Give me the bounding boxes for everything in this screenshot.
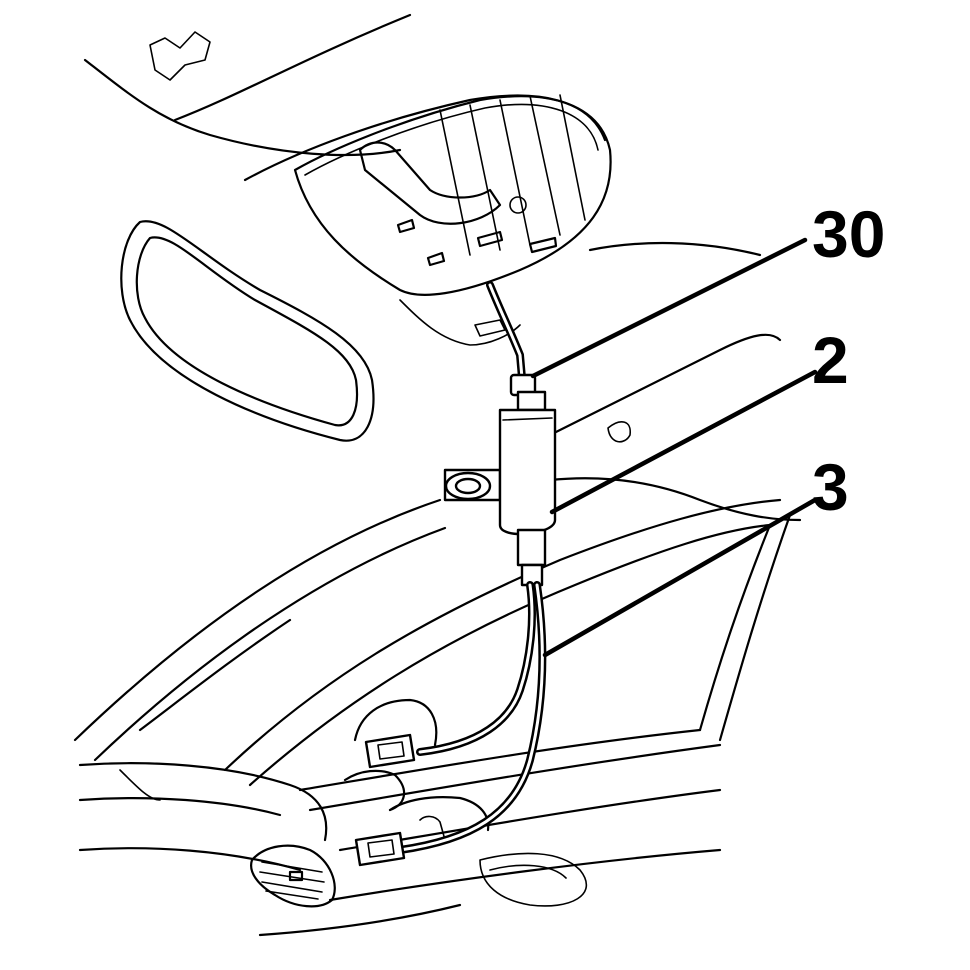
leader-line-3 — [542, 497, 818, 658]
callout-3: 3 — [812, 450, 849, 524]
cable-harness — [354, 581, 547, 867]
callout-30: 30 — [812, 197, 885, 271]
leader-line-2 — [549, 369, 818, 515]
dashboard — [78, 762, 462, 937]
lower-connector-b — [354, 831, 406, 867]
antenna-module — [443, 390, 557, 587]
windshield-pillar — [73, 333, 802, 762]
lower-connector-a — [364, 733, 416, 769]
leader-lines — [530, 237, 818, 658]
callout-2: 2 — [812, 323, 849, 397]
leader-line-30 — [530, 237, 808, 379]
overhead-console — [293, 94, 762, 346]
rear-view-mirror — [120, 220, 375, 442]
antenna-lead-30 — [486, 281, 537, 397]
